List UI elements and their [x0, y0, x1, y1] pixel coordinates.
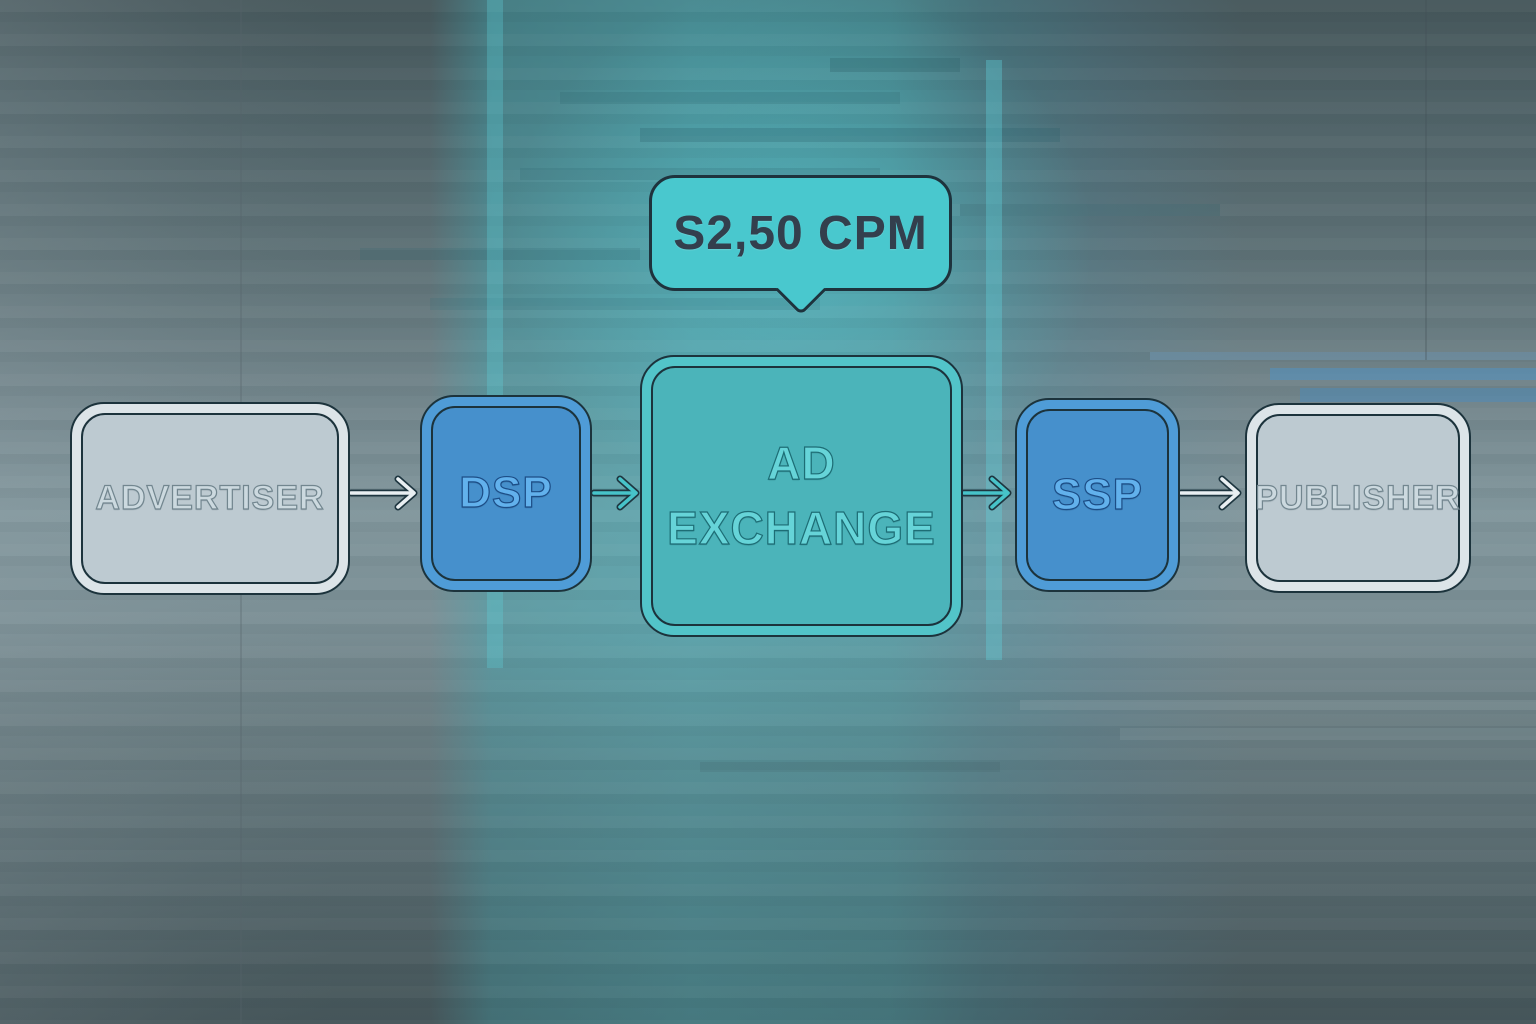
glitch-stripe — [640, 128, 1060, 142]
glitch-stripe — [830, 58, 960, 72]
dsp-to-ad-exchange-arrow — [592, 475, 640, 511]
advertiser-label: ADVERTISER — [95, 479, 325, 518]
glitch-stripe — [560, 92, 900, 104]
glitch-stripe — [1150, 352, 1536, 360]
glitch-stripe — [360, 248, 640, 260]
cpm-price-bubble: S2,50 CPM — [649, 175, 952, 316]
glitch-stripe — [1120, 728, 1536, 740]
ad-exchange-node: AD EXCHANGE — [640, 355, 963, 637]
publisher-node: PUBLISHER — [1245, 403, 1471, 593]
advertiser-node: ADVERTISER — [70, 402, 350, 595]
glitch-stripe — [700, 762, 1000, 772]
publisher-node-body: PUBLISHER — [1255, 414, 1461, 582]
glitch-stripe — [1300, 388, 1536, 402]
glitch-stripe — [430, 298, 820, 310]
dsp-node-body: DSP — [431, 406, 581, 581]
ad-exchange-node-body: AD EXCHANGE — [651, 366, 952, 626]
ad-exchange-to-ssp-arrow — [962, 475, 1012, 511]
cpm-price-text: S2,50 CPM — [673, 206, 928, 260]
glitch-stripe — [1270, 368, 1536, 380]
glitch-seam — [1425, 0, 1427, 360]
ssp-to-publisher-arrow — [1178, 475, 1242, 511]
advertiser-node-body: ADVERTISER — [81, 413, 339, 584]
publisher-label: PUBLISHER — [1255, 478, 1461, 517]
glitch-stripe — [960, 204, 1220, 216]
dsp-label: DSP — [459, 468, 553, 518]
glitch-band-cyan — [986, 60, 1002, 660]
ad-exchange-label: AD EXCHANGE — [667, 436, 936, 555]
ssp-label: SSP — [1051, 469, 1144, 519]
advertiser-to-dsp-arrow — [348, 475, 418, 511]
ssp-node: SSP — [1015, 398, 1180, 592]
ssp-node-body: SSP — [1026, 409, 1169, 581]
glitch-stripe — [1020, 700, 1536, 710]
dsp-node: DSP — [420, 395, 592, 592]
